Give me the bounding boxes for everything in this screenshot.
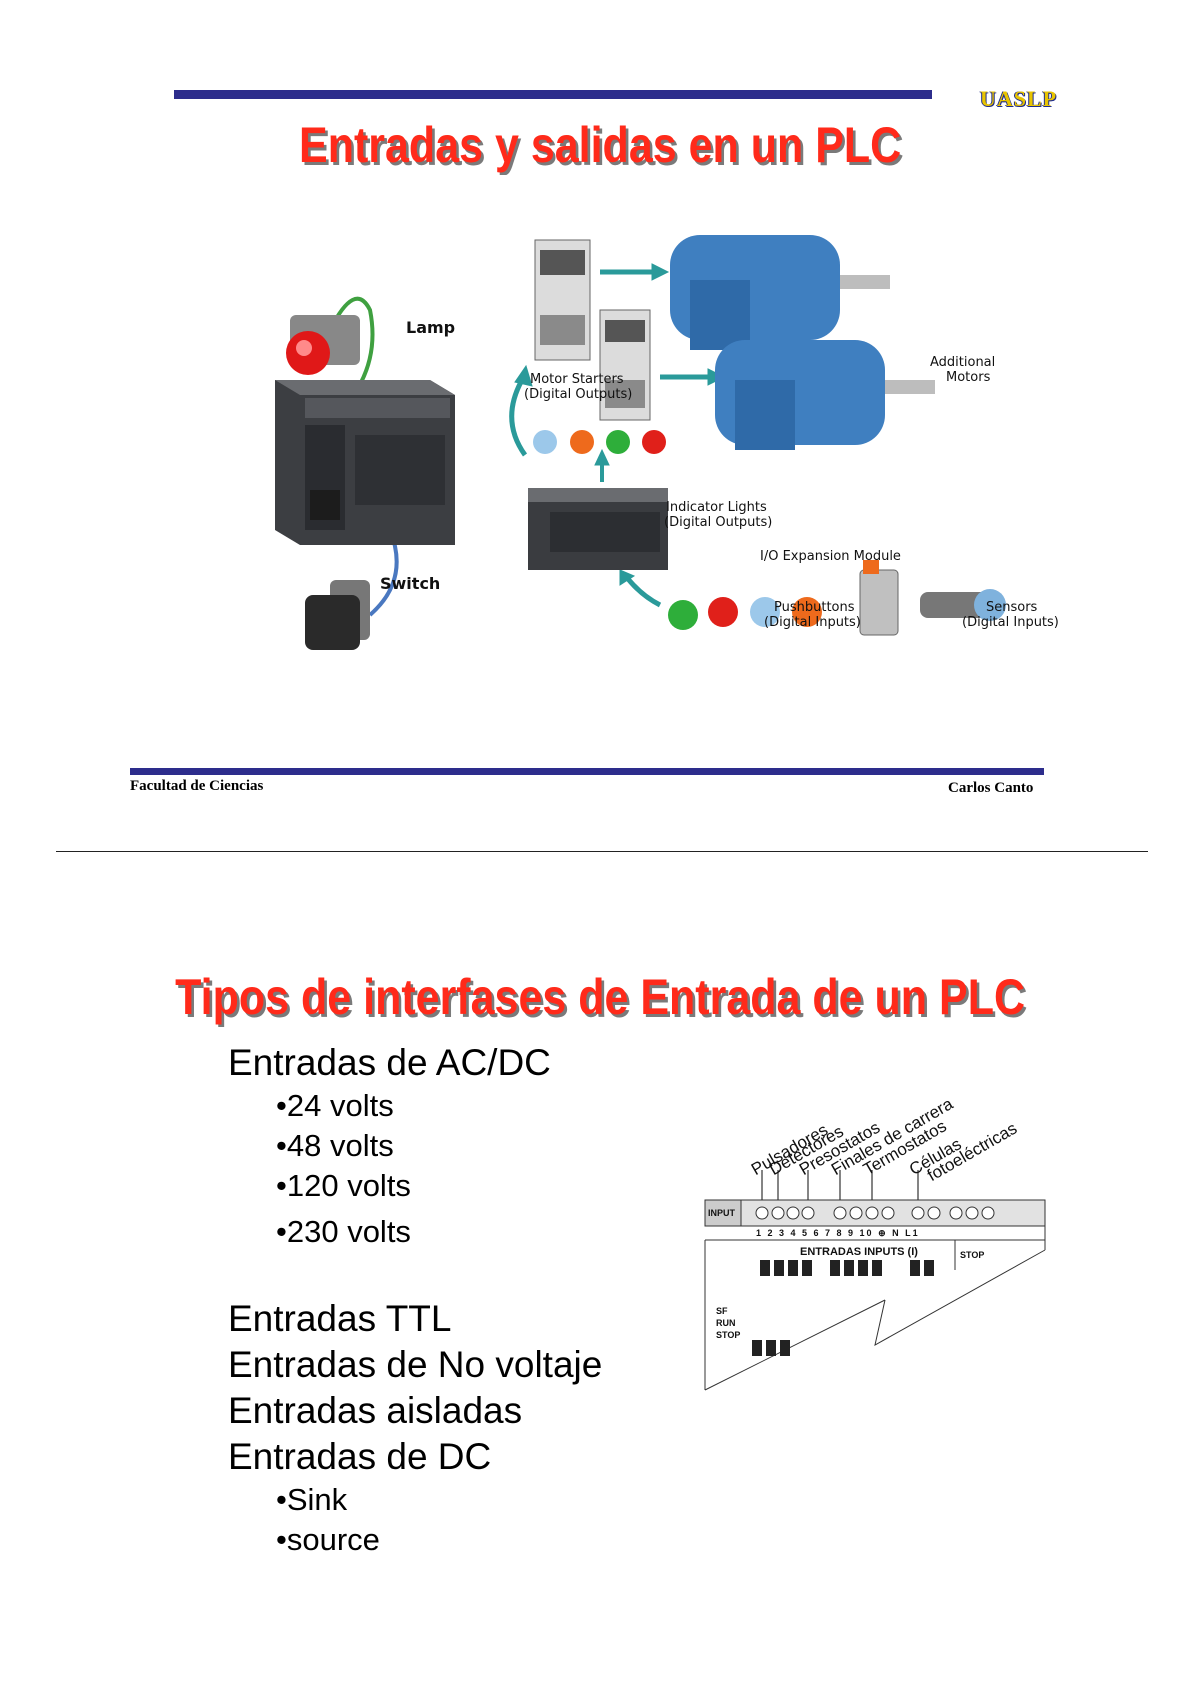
- flow-arrows: [509, 263, 726, 608]
- label-additional-motors-2: Motors: [946, 370, 991, 385]
- label-motor-starters: Motor Starters: [530, 372, 624, 387]
- plc-io-diagram: Lamp Switch Motor Starters (Digital Outp…: [260, 220, 1080, 700]
- page-separator: [56, 851, 1148, 852]
- io-module-illustration: [528, 488, 668, 570]
- label-additional-motors-1: Additional: [930, 355, 996, 370]
- footer-left: Facultad de Ciencias: [130, 778, 264, 794]
- label-stop-led: STOP: [716, 1330, 741, 1340]
- list-heading-ac-dc: Entradas de AC/DC: [228, 1042, 551, 1083]
- label-pushbuttons-sub: (Digital Inputs): [764, 615, 861, 630]
- slide1-title-wrap: Entradas y salidas en un PLC: [0, 116, 1200, 174]
- label-lamp: Lamp: [406, 318, 456, 337]
- label-io-module: I/O Expansion Module: [760, 549, 901, 564]
- motor-starters-illustration: [534, 239, 651, 421]
- list-heading-dc: Entradas de DC: [228, 1436, 492, 1477]
- footer-right: Carlos Canto: [948, 780, 1034, 796]
- label-switch: Switch: [380, 574, 441, 593]
- label-stop: STOP: [960, 1250, 985, 1260]
- label-sensors: Sensors: [986, 600, 1038, 615]
- list-item: •source: [276, 1522, 380, 1557]
- slide2-title-wrap: Tipos de interfases de Entrada de un PLC: [0, 968, 1200, 1026]
- label-terminal-numbers: 1 2 3 4 5 6 7 8 9 10 ⊕ N L1: [756, 1228, 920, 1238]
- header-rule: [174, 90, 932, 99]
- list-item: •Sink: [276, 1482, 348, 1517]
- label-sf: SF: [716, 1306, 728, 1316]
- motors-illustration: [670, 235, 935, 450]
- label-indicator-lights: Indicator Lights: [666, 500, 767, 515]
- indicator-lights-illustration: [533, 430, 666, 454]
- list-item: •24 volts: [276, 1088, 394, 1123]
- list-item: •48 volts: [276, 1128, 394, 1163]
- label-motor-starters-sub: (Digital Outputs): [524, 387, 633, 402]
- terminal-block-illustration: [704, 1170, 1046, 1391]
- list-heading-no-voltage: Entradas de No voltaje: [228, 1344, 603, 1385]
- label-input: INPUT: [708, 1208, 735, 1218]
- label-indicator-lights-sub: (Digital Outputs): [664, 515, 773, 530]
- list-heading-isolated: Entradas aisladas: [228, 1390, 523, 1431]
- brand-logo-text: UASLP: [980, 86, 1058, 111]
- list-heading-ttl: Entradas TTL: [228, 1298, 452, 1339]
- label-run: RUN: [716, 1318, 736, 1328]
- slide1-title: Entradas y salidas en un PLC: [298, 117, 902, 173]
- list-item: •230 volts: [276, 1214, 411, 1249]
- label-pushbuttons: Pushbuttons: [774, 600, 855, 615]
- slide2-title: Tipos de interfases de Entrada de un PLC: [175, 969, 1025, 1025]
- pushbuttons-illustration: [668, 597, 822, 630]
- list-item: •120 volts: [276, 1168, 411, 1203]
- footer-rule: [130, 768, 1044, 775]
- input-interface-diagram: Pulsadores Detectores Presostatos Finale…: [700, 1060, 1060, 1420]
- plc-cpu-illustration: [275, 296, 455, 650]
- label-entradas-inputs: ENTRADAS INPUTS (I): [800, 1246, 918, 1258]
- input-types-list: Entradas de AC/DC •24 volts •48 volts •1…: [228, 1040, 748, 1560]
- sensors-illustration: [859, 560, 1006, 636]
- plc-io-illustration: [275, 235, 1006, 650]
- label-sensors-sub: (Digital Inputs): [962, 615, 1059, 630]
